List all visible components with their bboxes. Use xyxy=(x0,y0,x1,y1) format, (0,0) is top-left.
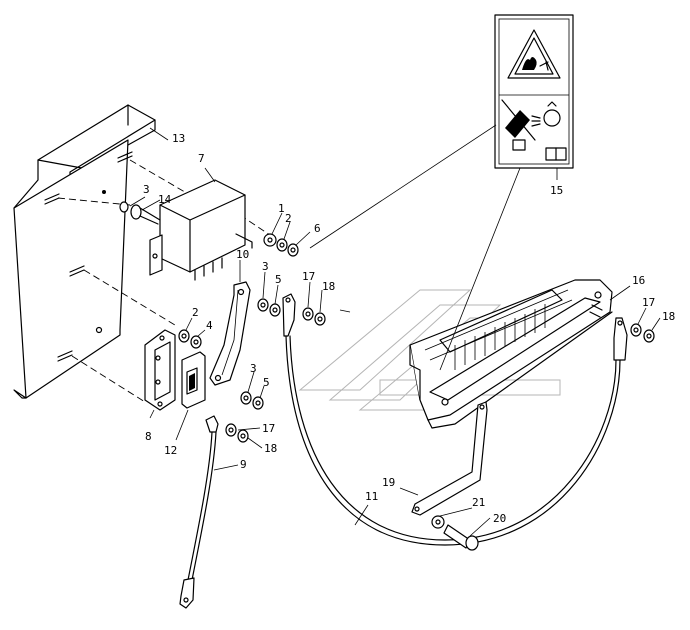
callout-18: 18 xyxy=(322,280,335,293)
leader-lines xyxy=(129,124,661,537)
callout-10: 10 xyxy=(236,248,249,261)
callout-20: 20 xyxy=(493,512,506,525)
fuse-holder xyxy=(144,329,176,411)
callout-6: 6 xyxy=(314,222,321,235)
callout-4: 4 xyxy=(206,319,213,332)
callout-2b: 2 xyxy=(192,306,199,319)
callout-3c: 3 xyxy=(250,362,257,375)
callout-18b: 18 xyxy=(264,442,277,455)
callout-21: 21 xyxy=(472,496,485,509)
washer-stack-top xyxy=(263,233,299,257)
callout-15: 15 xyxy=(550,184,563,197)
washer-stack-cable11 xyxy=(302,307,326,326)
callout-17c: 17 xyxy=(642,296,655,309)
operator-manual-icon xyxy=(545,147,567,161)
mounting-bracket xyxy=(13,104,156,399)
cable-11 xyxy=(282,293,628,546)
washer-stack-mid xyxy=(178,329,202,349)
callout-2: 2 xyxy=(285,212,292,225)
cable-9 xyxy=(179,415,219,609)
relay xyxy=(149,179,253,281)
battery-assembly xyxy=(409,279,613,429)
callout-16: 16 xyxy=(632,274,645,287)
fuse xyxy=(181,351,206,409)
no-water-spray-icon xyxy=(501,99,561,141)
callout-17b: 17 xyxy=(262,422,275,435)
callout-7: 7 xyxy=(198,152,205,165)
warning-decal xyxy=(494,14,574,169)
callout-8: 8 xyxy=(145,430,152,443)
bus-bar xyxy=(209,281,251,386)
bolt-20 xyxy=(431,515,479,551)
callout-3: 3 xyxy=(143,183,150,196)
fire-warning-decal-icon xyxy=(507,29,561,79)
washer-stack-cable9 xyxy=(225,423,249,443)
callout-5: 5 xyxy=(275,273,282,286)
callout-19: 19 xyxy=(382,476,395,489)
bolt-14 xyxy=(119,201,161,225)
callout-3b: 3 xyxy=(262,260,269,273)
callout-12: 12 xyxy=(164,444,177,457)
washer-stack-right xyxy=(630,323,655,343)
callout-5b: 5 xyxy=(263,376,270,389)
callout-13: 13 xyxy=(172,132,185,145)
callout-11: 11 xyxy=(365,490,378,503)
callout-9: 9 xyxy=(240,458,247,471)
washer-stack-busbar-low xyxy=(240,391,264,410)
callout-18c: 18 xyxy=(662,310,675,323)
washer-stack-busbar xyxy=(257,298,281,317)
bus-strap-19 xyxy=(411,401,488,516)
battery-cells xyxy=(454,304,546,370)
callout-17: 17 xyxy=(302,270,315,283)
callout-1: 1 xyxy=(278,202,285,215)
callout-14: 14 xyxy=(158,193,172,206)
callout-labels: 13 7 3 14 1 2 6 10 3 5 17 18 2 4 3 5 8 1… xyxy=(143,132,675,525)
